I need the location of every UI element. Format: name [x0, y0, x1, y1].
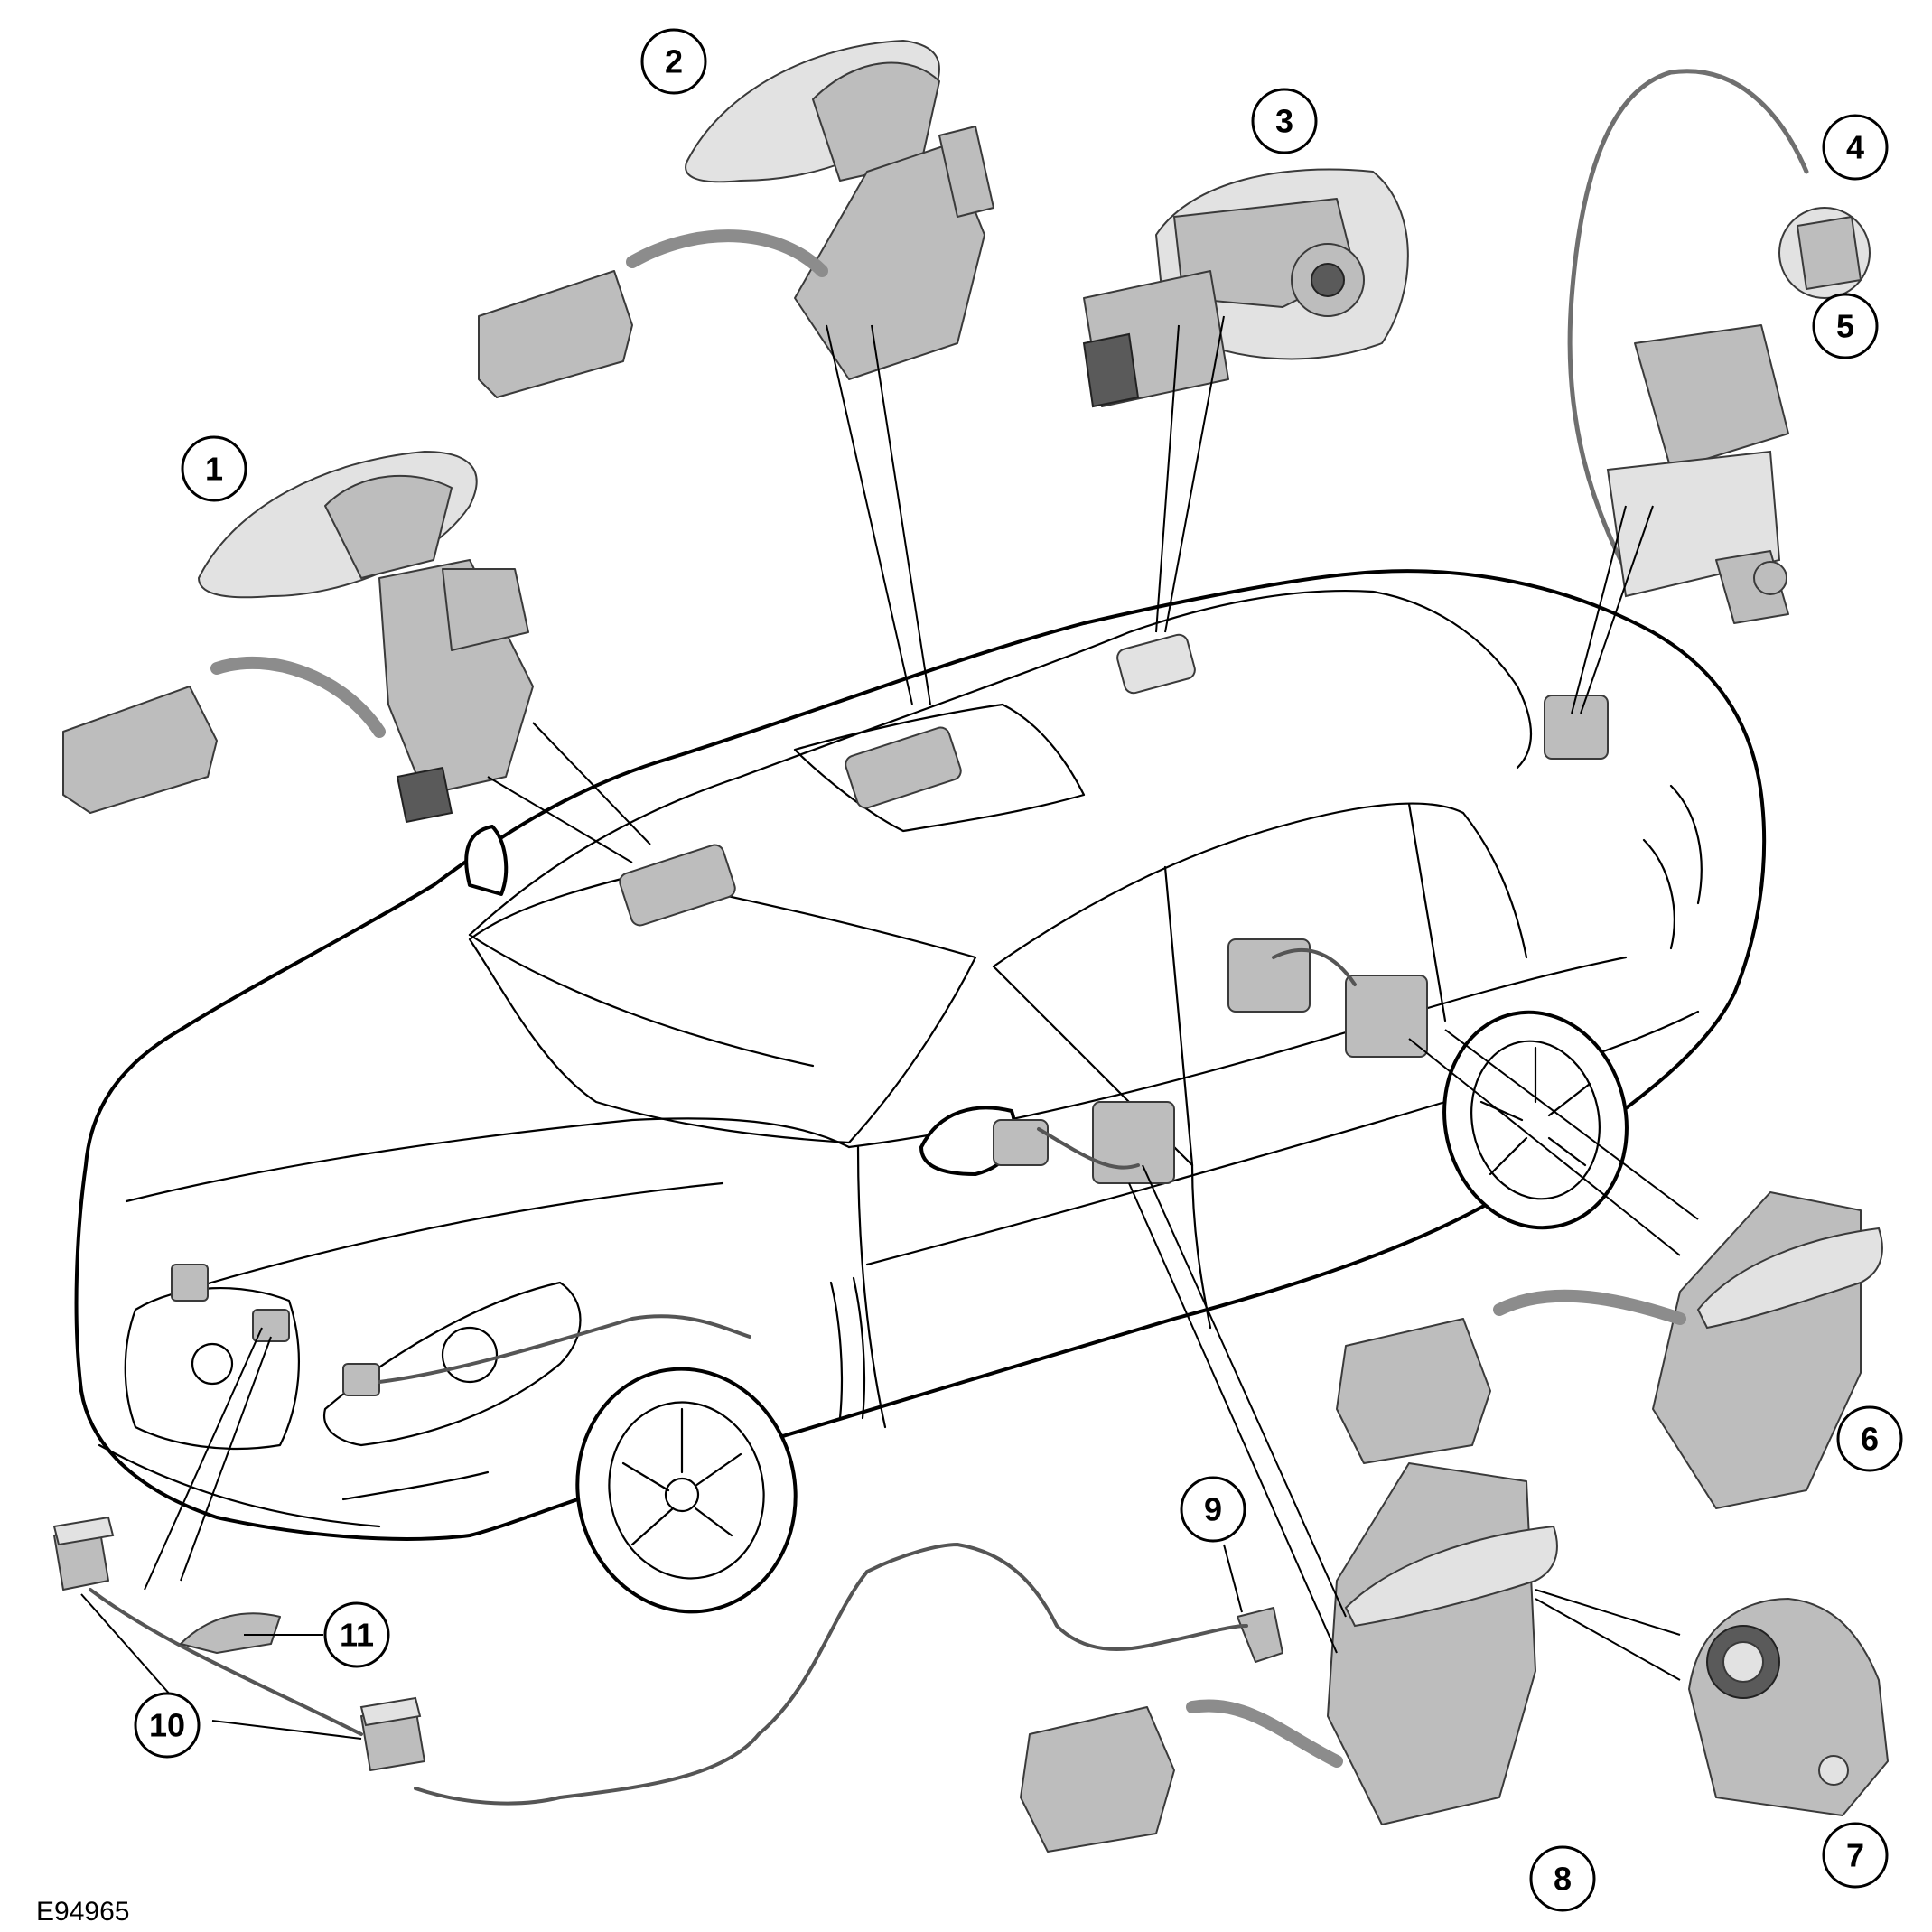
component-11-bonnet-release [180, 1612, 281, 1654]
callout-10: 10 [134, 1692, 201, 1759]
callout-2: 2 [640, 28, 707, 95]
component-10-bonnet-latches [52, 1516, 425, 1771]
leader-lines [80, 315, 1699, 1740]
component-8-front-door-latch [1020, 1462, 1558, 1853]
callout-10-label: 10 [149, 1707, 185, 1744]
callout-1: 1 [181, 435, 247, 502]
callout-5: 5 [1812, 293, 1879, 359]
callout-2-label: 2 [665, 43, 683, 80]
callout-3: 3 [1251, 88, 1318, 154]
callout-5-label: 5 [1836, 308, 1854, 345]
component-2-rear-door-latch [478, 39, 994, 398]
component-7-lock-cylinder [1688, 1598, 1889, 1816]
component-4-release-cable [1567, 69, 1871, 590]
component-1-front-door-latch [62, 450, 534, 824]
callout-11-label: 11 [340, 1617, 374, 1654]
callout-4: 4 [1822, 114, 1889, 181]
callout-8: 8 [1529, 1845, 1596, 1912]
callout-6-label: 6 [1861, 1421, 1879, 1458]
vehicle-outline [74, 569, 1767, 1614]
callout-3-label: 3 [1275, 103, 1293, 140]
callout-7: 7 [1822, 1822, 1889, 1889]
callout-6: 6 [1836, 1405, 1903, 1472]
component-6-rear-door-latch [1336, 1191, 1883, 1509]
callout-1-label: 1 [205, 451, 223, 488]
component-5-luggage-compartment-latch [1606, 324, 1789, 624]
figure-code: E94965 [36, 1897, 130, 1927]
callout-7-label: 7 [1846, 1837, 1864, 1874]
component-3-fuel-flap-actuator [1082, 168, 1409, 408]
component-9-sensor [414, 1542, 1283, 1806]
callout-8-label: 8 [1554, 1861, 1572, 1898]
callout-4-label: 4 [1846, 129, 1864, 166]
callout-9: 9 [1180, 1476, 1246, 1543]
callout-11: 11 [323, 1601, 390, 1668]
callout-9-label: 9 [1204, 1491, 1222, 1528]
